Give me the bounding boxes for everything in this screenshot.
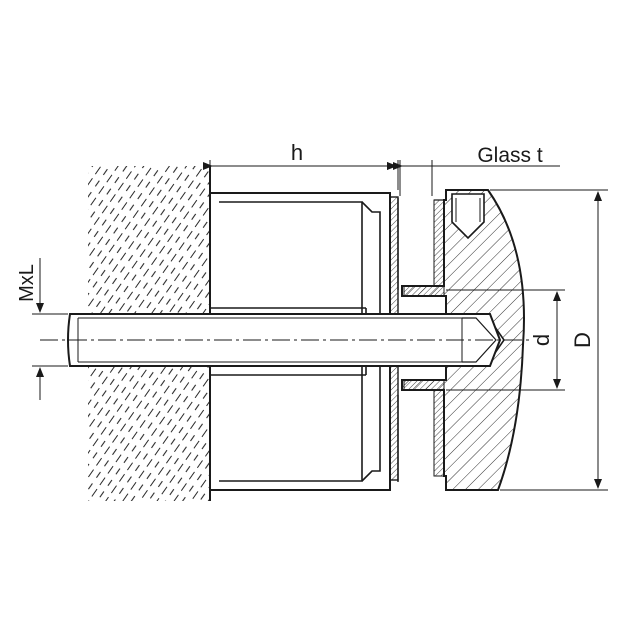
dimension-D [490, 189, 608, 491]
label-mxl: MxL [16, 264, 38, 302]
dimension-d [446, 289, 565, 391]
label-h: h [291, 140, 303, 165]
label-glass-t: Glass t [477, 144, 543, 167]
dimension-h [203, 160, 399, 190]
label-D: D [570, 332, 595, 348]
label-d: d [529, 334, 554, 346]
dimension-glass-t [380, 160, 560, 196]
dimension-mxl [32, 258, 68, 400]
